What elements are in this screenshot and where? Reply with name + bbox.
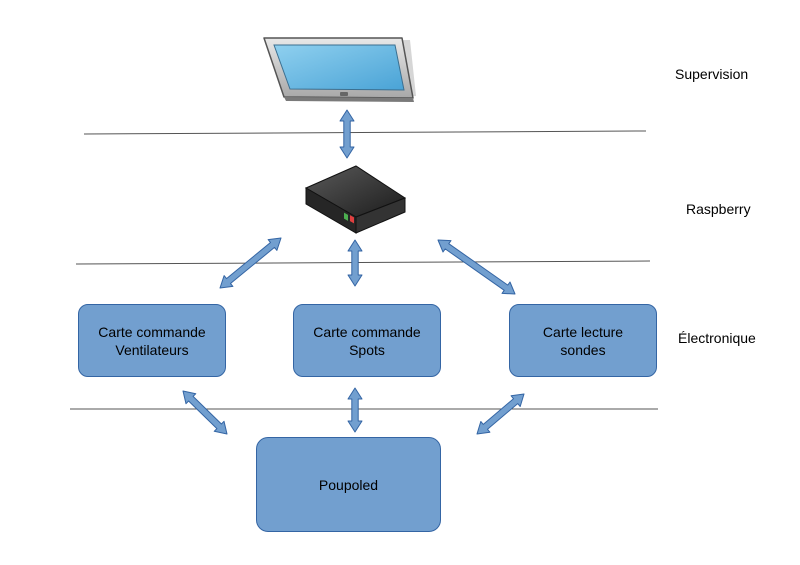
layer-label-electronique: Électronique	[678, 330, 756, 346]
box-carte-lecture-sondes: Carte lecture sondes	[509, 304, 657, 377]
box-carte-commande-spots: Carte commande Spots	[293, 304, 441, 377]
arrow-raspberry-spots	[347, 239, 363, 287]
box-sondes-line1: Carte lecture	[542, 323, 624, 340]
arrow-sondes-poupoled	[476, 393, 525, 435]
box-poupoled: Poupoled	[256, 437, 441, 532]
arrow-ventilateurs-poupoled	[182, 390, 228, 435]
box-spots-line2: Spots	[349, 341, 385, 358]
arrow-monitor-raspberry	[339, 109, 355, 159]
arrow-raspberry-sondes	[437, 239, 516, 295]
arrow-spots-poupoled	[347, 387, 363, 433]
box-ventilateurs-line1: Carte commande	[98, 323, 206, 340]
monitor-icon	[263, 37, 416, 102]
raspberry-device-icon	[304, 165, 407, 234]
arrow-raspberry-ventilateurs	[219, 237, 282, 289]
separator-supervision-raspberry	[83, 130, 647, 135]
box-sondes-line2: sondes	[560, 341, 606, 358]
box-carte-commande-ventilateurs: Carte commande Ventilateurs	[78, 304, 226, 377]
box-poupoled-label: Poupoled	[318, 476, 379, 493]
box-ventilateurs-line2: Ventilateurs	[115, 341, 189, 358]
layer-label-supervision: Supervision	[675, 66, 749, 82]
separator-raspberry-electronique	[75, 260, 651, 265]
connection-arrows	[182, 109, 525, 435]
layer-label-raspberry: Raspberry	[686, 201, 751, 217]
box-spots-line1: Carte commande	[313, 323, 421, 340]
